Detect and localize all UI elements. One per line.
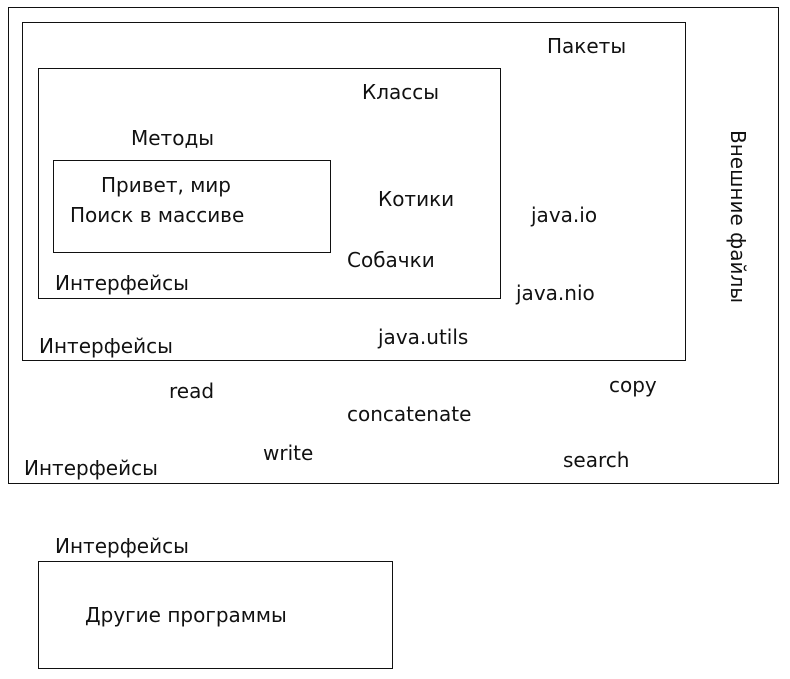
methods-box (53, 160, 331, 253)
op-read: read (169, 379, 215, 403)
package-java-nio: java.nio (516, 281, 595, 305)
op-concatenate: concatenate (347, 402, 472, 426)
classes-box (38, 68, 501, 299)
classes-label: Классы (362, 80, 440, 104)
classes-interfaces-label: Интерфейсы (55, 271, 189, 295)
packages-label: Пакеты (547, 34, 627, 58)
methods-label: Методы (131, 126, 215, 150)
packages-box (22, 22, 686, 361)
op-copy: copy (609, 373, 657, 397)
other-programs-label: Другие программы (85, 603, 287, 627)
method-hello-world: Привет, мир (101, 173, 231, 197)
class-dogs: Собачки (347, 248, 435, 272)
external-interfaces-label: Интерфейсы (24, 456, 158, 480)
other-programs-box (38, 561, 393, 669)
other-interfaces-label: Интерфейсы (55, 534, 189, 558)
packages-interfaces-label: Интерфейсы (39, 334, 173, 358)
package-java-utils: java.utils (378, 325, 469, 349)
method-array-search: Поиск в массиве (70, 203, 245, 227)
op-search: search (563, 448, 630, 472)
external-files-box (8, 7, 779, 484)
external-files-label: Внешние файлы (726, 130, 750, 304)
class-cats: Котики (378, 187, 455, 211)
package-java-io: java.io (531, 203, 598, 227)
op-write: write (263, 441, 314, 465)
